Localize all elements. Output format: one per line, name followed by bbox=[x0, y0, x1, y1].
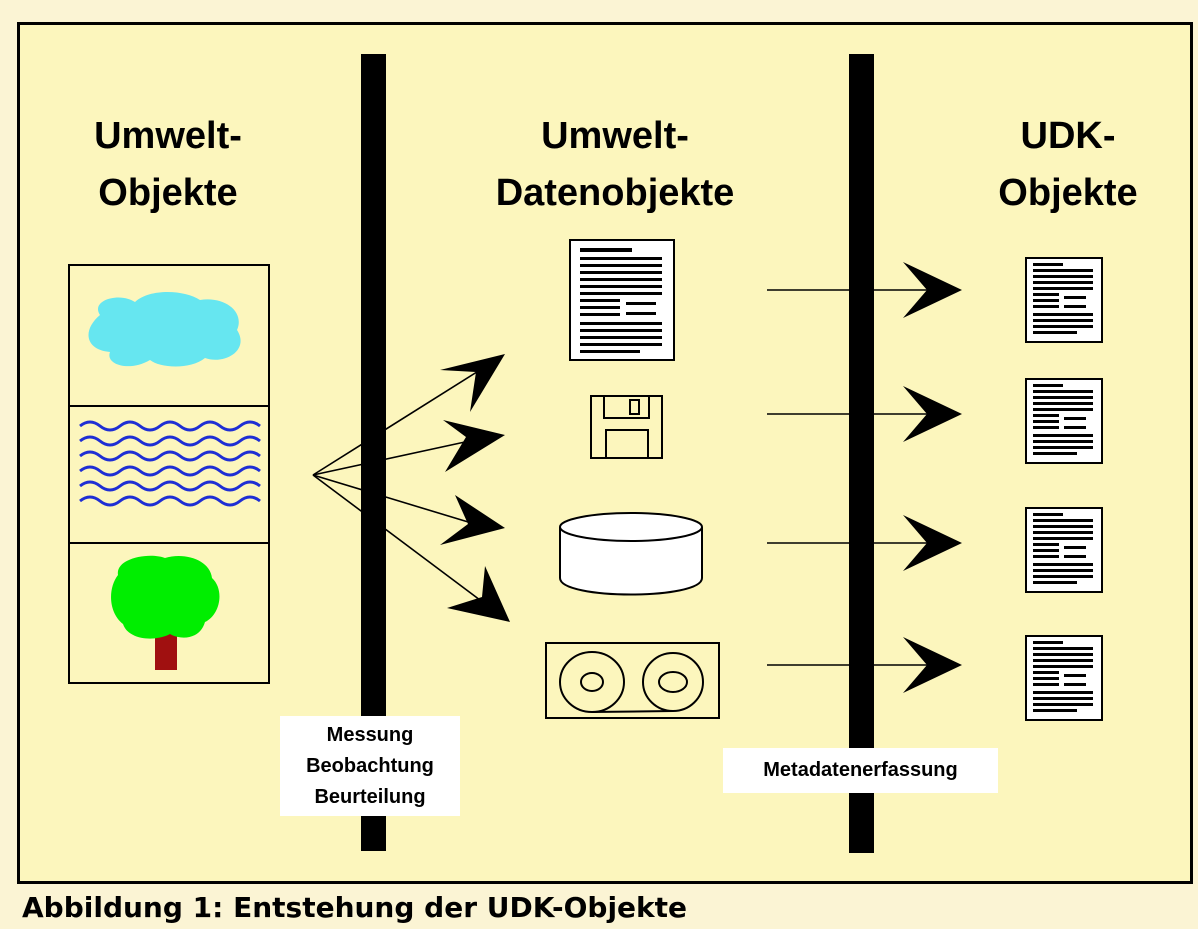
fan-arrowheads bbox=[440, 354, 510, 622]
metadata-arrows bbox=[767, 262, 962, 693]
label-measurement-observation-assessment: Messung Beobachtung Beurteilung bbox=[280, 716, 460, 816]
heading-environment-data-objects: Umwelt- Datenobjekte bbox=[495, 115, 735, 214]
floppy-disk-icon bbox=[590, 395, 663, 459]
cloud-icon bbox=[88, 292, 241, 367]
figure-caption: Abbildung 1: Entstehung der UDK-Objekte bbox=[22, 891, 688, 924]
document-icon bbox=[569, 239, 675, 361]
database-cylinder-icon bbox=[559, 512, 703, 596]
tape-reel-icon bbox=[545, 642, 720, 719]
fan-arrows bbox=[312, 364, 497, 613]
heading-udk-objects: UDK- Objekte bbox=[998, 115, 1138, 214]
label-metadata-capture: Metadatenerfassung bbox=[723, 748, 998, 793]
udk-document-icons bbox=[1025, 257, 1103, 721]
tree-icon bbox=[111, 555, 220, 670]
separator-bar-right bbox=[849, 54, 874, 853]
heading-environment-objects: Umwelt- Objekte bbox=[94, 115, 242, 214]
